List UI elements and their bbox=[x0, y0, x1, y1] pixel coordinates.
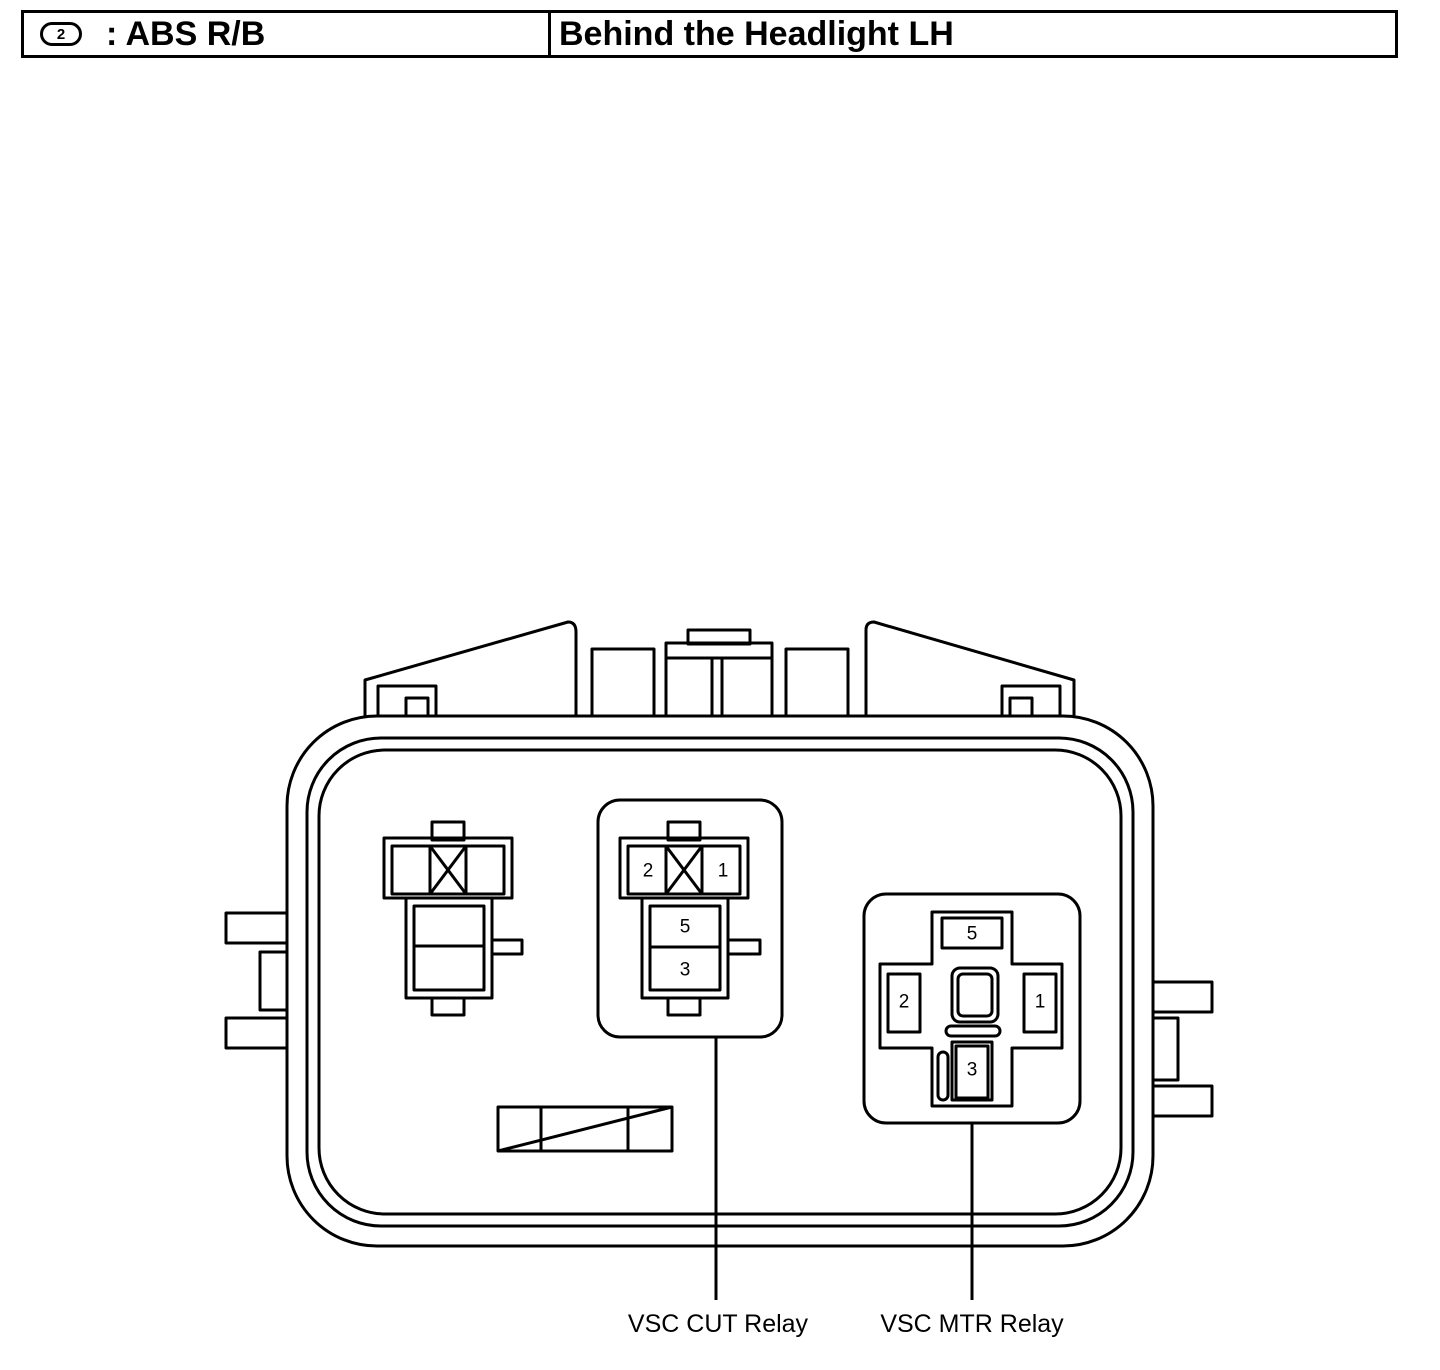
block-code-label: : ABS R/B bbox=[106, 14, 266, 53]
left-side-tabs bbox=[224, 911, 290, 1050]
connector-number-badge: 2 bbox=[40, 22, 82, 46]
vsc-cut-relay-socket bbox=[596, 798, 784, 1039]
mtr-relay-pin-1: 1 bbox=[1035, 992, 1046, 1013]
right-side-tabs bbox=[1150, 980, 1214, 1118]
mtr-relay-pin-3: 3 bbox=[967, 1060, 978, 1081]
location-label: Behind the Headlight LH bbox=[559, 14, 954, 53]
unlabeled-relay-socket bbox=[382, 820, 524, 1017]
cut-relay-pin-2: 2 bbox=[643, 861, 654, 882]
cut-relay-pin-3: 3 bbox=[680, 960, 691, 981]
header-block-cell: 2 : ABS R/B bbox=[24, 13, 551, 55]
top-mounting-features bbox=[363, 620, 1076, 720]
label-plate bbox=[496, 1105, 674, 1153]
vsc-mtr-relay-label: VSC MTR Relay bbox=[880, 1310, 1064, 1338]
cut-relay-pin-5: 5 bbox=[680, 917, 691, 938]
mtr-relay-pin-5: 5 bbox=[967, 924, 978, 945]
mtr-relay-pin-2: 2 bbox=[899, 992, 910, 1013]
header-table: 2 : ABS R/B Behind the Headlight LH bbox=[21, 10, 1398, 58]
vsc-cut-relay-label: VSC CUT Relay bbox=[628, 1310, 809, 1338]
header-location-cell: Behind the Headlight LH bbox=[551, 13, 1395, 55]
cut-relay-pin-1: 1 bbox=[718, 861, 729, 882]
